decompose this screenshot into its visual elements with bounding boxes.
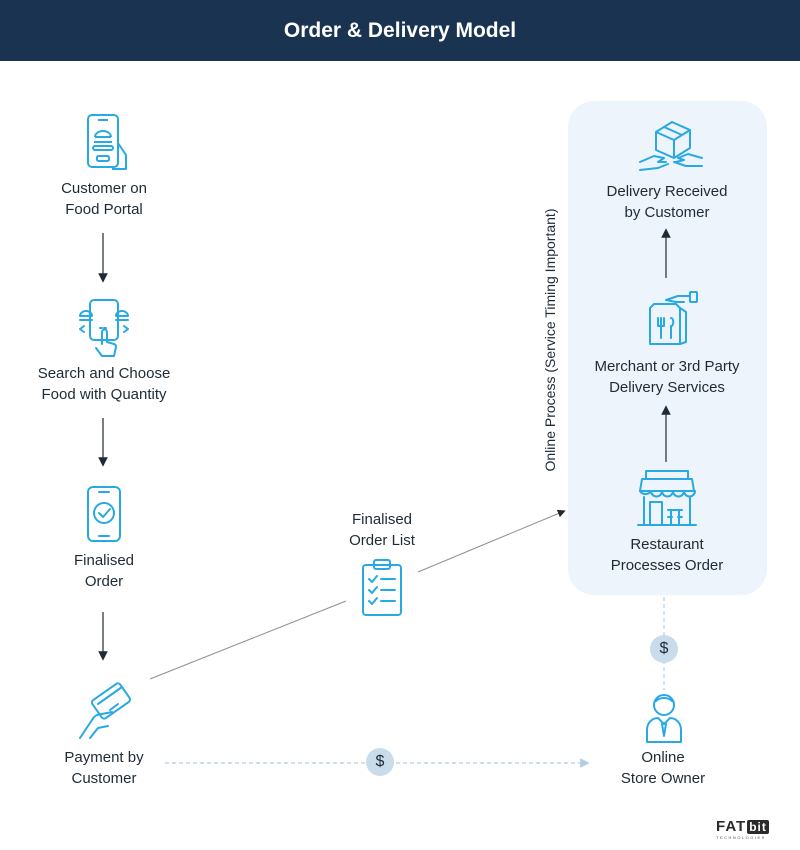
node-search-choose: Search and Choose Food with Quantity [14, 363, 194, 405]
store-owner-icon [646, 694, 682, 743]
node-label: Finalised [73, 552, 135, 569]
node-label: Store Owner [620, 770, 706, 787]
node-merchant-delivery: Merchant or 3rd Party Delivery Services [572, 356, 762, 398]
node-label: by Customer [624, 204, 710, 221]
node-customer-portal: Customer on Food Portal [20, 178, 188, 220]
node-finalised-order: Finalised Order [20, 550, 188, 592]
node-label: Payment by [64, 749, 144, 766]
node-label: Search and Choose [37, 365, 171, 382]
node-store-owner: Online Store Owner [578, 747, 748, 789]
card-payment-icon [79, 682, 132, 739]
node-payment: Payment by Customer [20, 747, 188, 789]
food-bag-icon [649, 291, 698, 345]
node-label: Processes Order [610, 557, 724, 574]
node-restaurant: Restaurant Processes Order [572, 534, 762, 576]
logo-subtitle: TECHNOLOGIES [716, 835, 766, 840]
page-title: Order & Delivery Model [283, 18, 517, 42]
header-bar: Order & Delivery Model [0, 0, 800, 61]
arrow-list-to-restaurant [417, 509, 566, 573]
phone-check-icon [87, 486, 121, 542]
node-label: Delivery Received [606, 183, 728, 200]
phone-touch-icon [79, 299, 129, 357]
logo-main: FAT [716, 818, 747, 835]
logo-badge: bit [747, 820, 769, 834]
node-label: Customer [71, 770, 137, 787]
phone-food-icon [87, 114, 127, 170]
line-payment-to-list [149, 600, 347, 680]
dollar-badge-owner: $ [650, 635, 678, 663]
node-order-list: Finalised Order List [312, 509, 452, 551]
node-label: Restaurant [630, 536, 704, 553]
clipboard-icon [362, 559, 402, 616]
node-label: Online [641, 749, 685, 766]
node-label: Delivery Services [609, 379, 725, 396]
node-label: Customer on [61, 180, 147, 197]
online-process-label: Online Process (Service Timing Important… [542, 208, 558, 472]
dollar-badge-payment: $ [366, 748, 394, 776]
node-label: Food Portal [65, 201, 143, 218]
node-label: Finalised [351, 511, 413, 528]
node-label: Order List [349, 532, 415, 549]
node-delivery-received: Delivery Received by Customer [572, 181, 762, 223]
restaurant-icon [637, 470, 697, 526]
node-label: Food with Quantity [41, 386, 167, 403]
node-label: Order [84, 573, 124, 590]
delivery-hands-icon [639, 121, 703, 171]
node-label: Merchant or 3rd Party [594, 358, 740, 375]
online-process-panel [568, 101, 767, 595]
